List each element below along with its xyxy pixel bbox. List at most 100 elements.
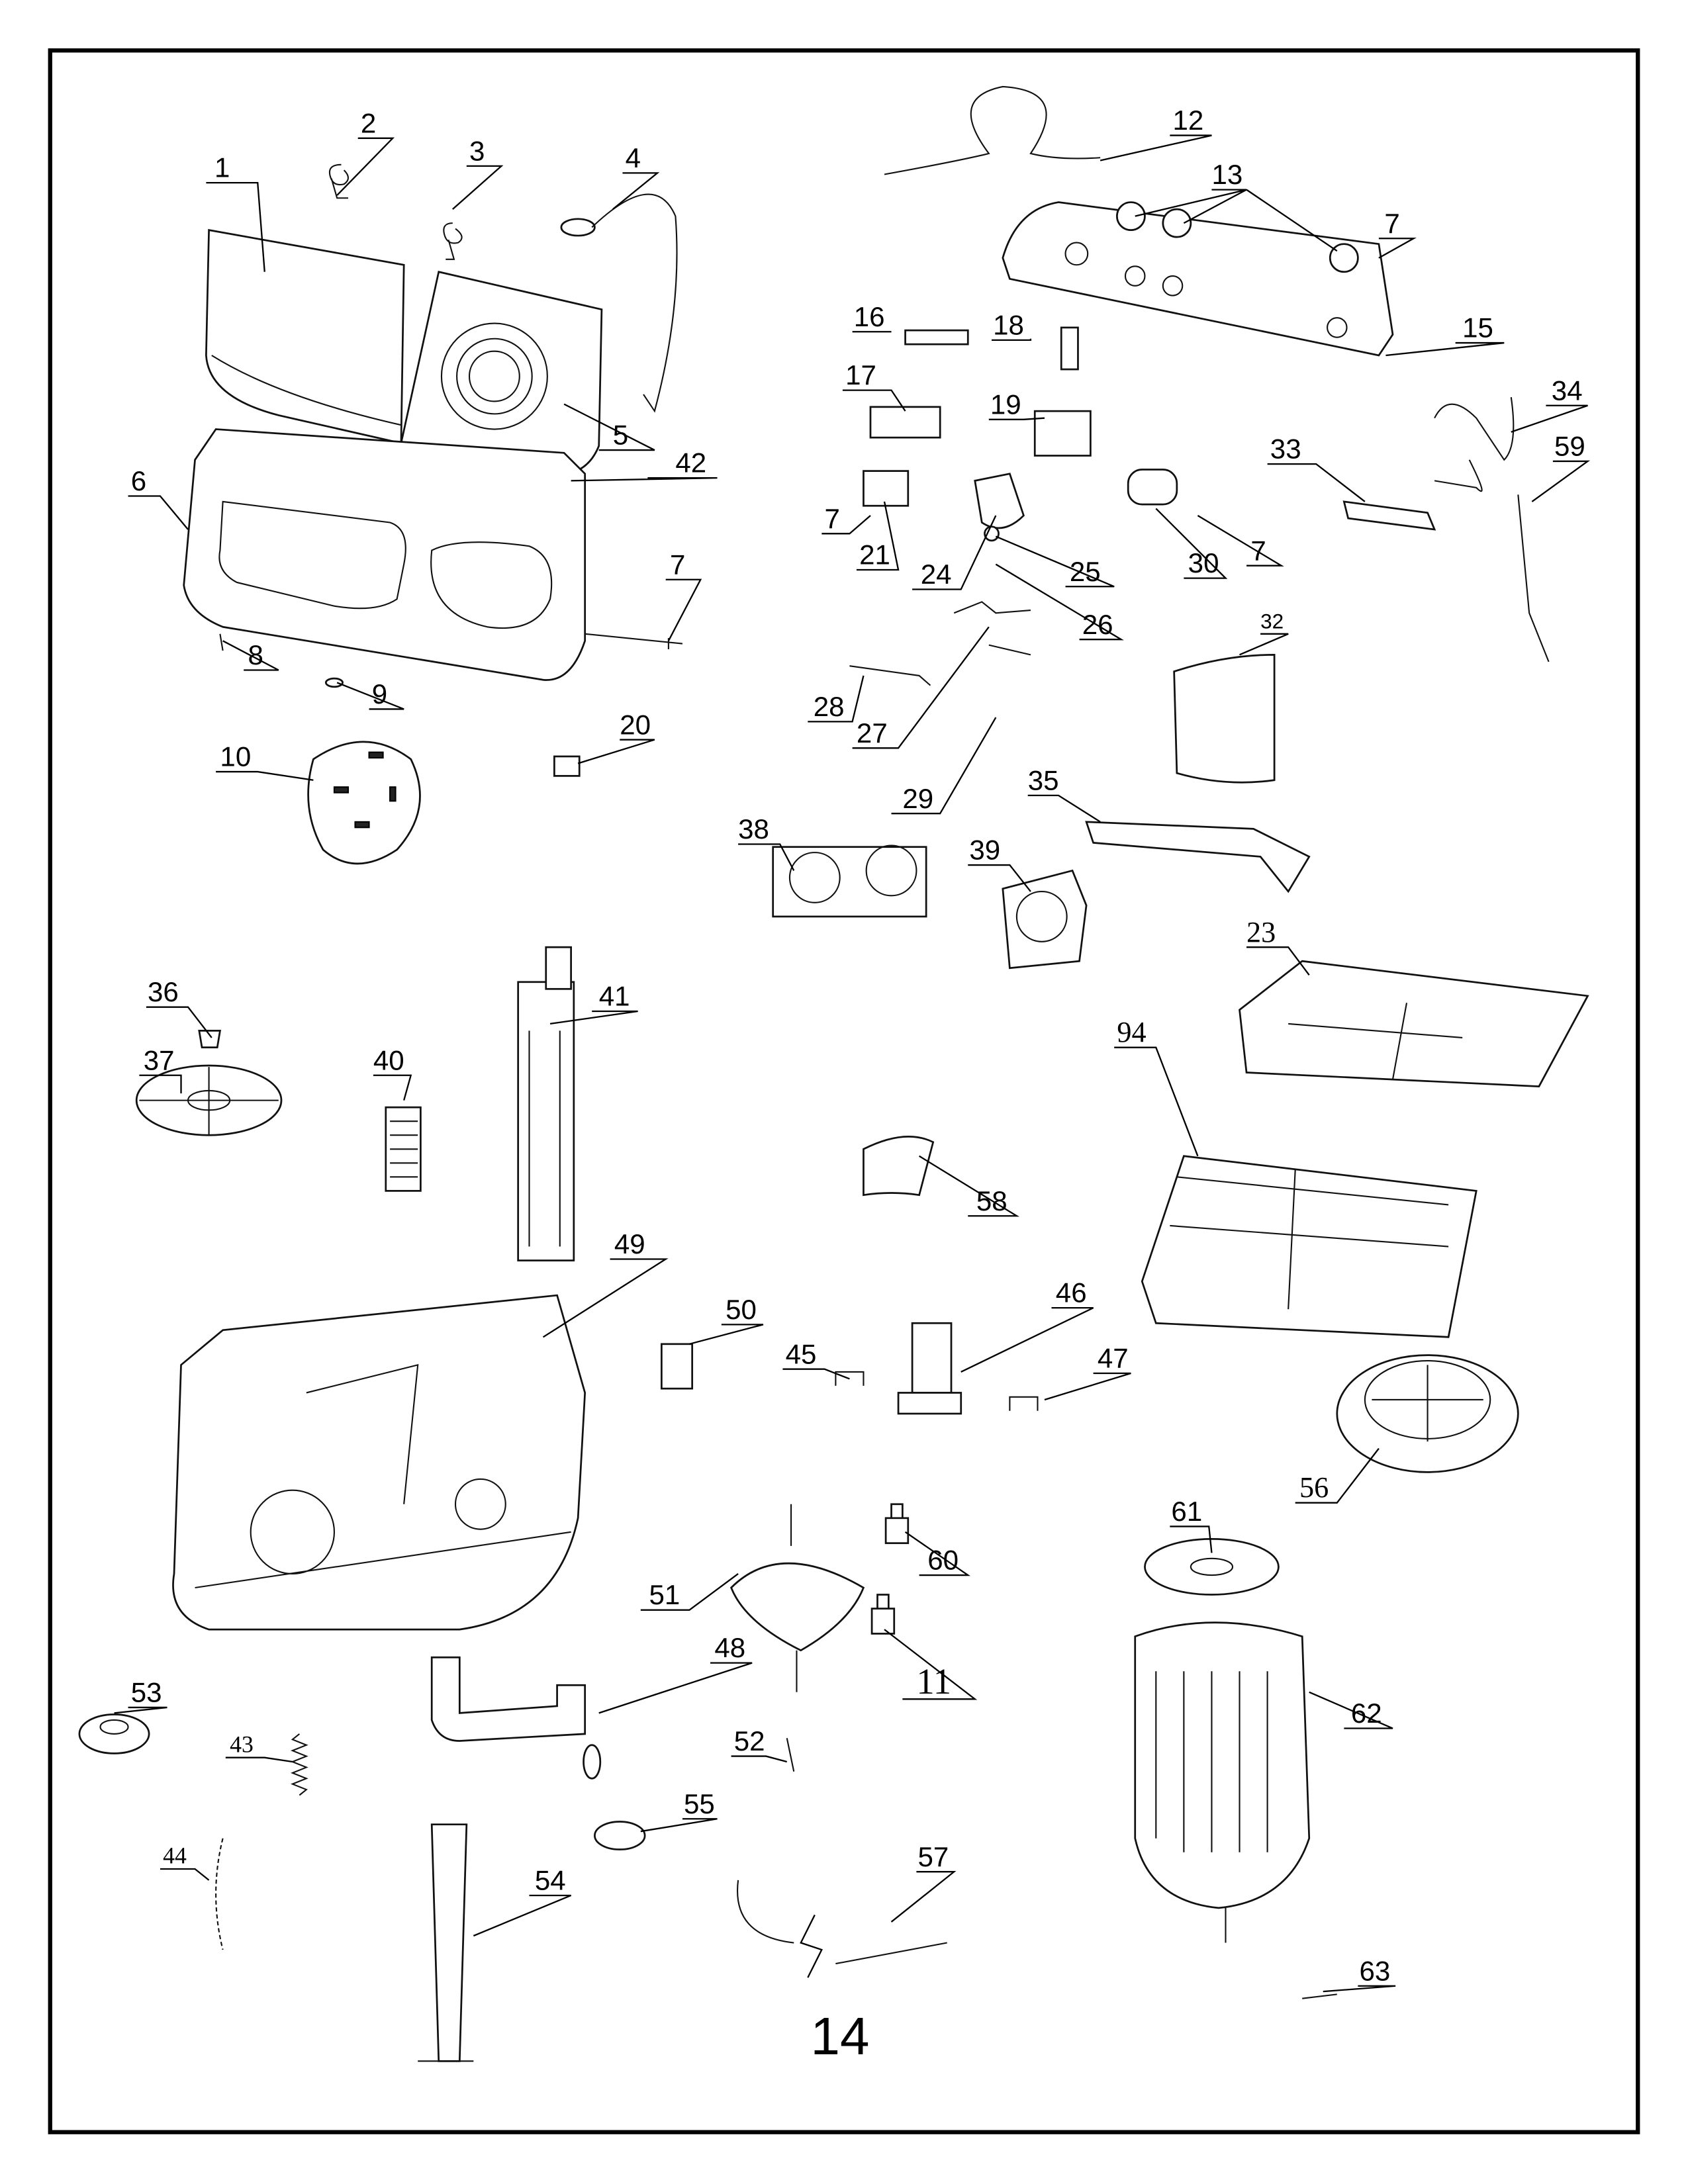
part-hose-57 [737, 1880, 947, 1978]
part-55 [594, 1821, 646, 1850]
callout: 36 [148, 976, 179, 1007]
callout: 9 [372, 678, 387, 709]
part-39 [1002, 869, 1088, 970]
callout: 46 [1056, 1277, 1087, 1308]
leader-line [571, 477, 718, 482]
callout: 26 [1082, 609, 1113, 640]
part-61 [1144, 1538, 1280, 1596]
leader-line [206, 181, 265, 272]
part-spring-29 [988, 644, 1031, 656]
leader-line [1044, 1372, 1131, 1401]
callout: 50 [726, 1294, 757, 1325]
leader-line [336, 137, 395, 196]
leader-line [216, 770, 314, 781]
callout: 38 [738, 813, 769, 844]
leader-line [961, 1306, 1094, 1373]
callout: 4 [626, 142, 641, 173]
part-top-frame [183, 428, 586, 681]
callout: 39 [969, 835, 1000, 866]
leader-line [738, 843, 795, 872]
part-drain-hose-12 [884, 85, 1101, 175]
callout: 2 [361, 107, 376, 138]
part-screw-7a [585, 633, 683, 649]
part-18 [1060, 326, 1079, 371]
callout: 54 [535, 1865, 566, 1896]
callout: 16 [854, 301, 885, 332]
part-clip-47 [1009, 1396, 1039, 1411]
callout: 34 [1552, 375, 1583, 406]
callout: 27 [857, 717, 888, 749]
leader-line [1170, 1525, 1213, 1553]
diagram-frame [48, 48, 1640, 2134]
callout: 42 [675, 447, 706, 478]
leader-line [995, 535, 1115, 588]
callout: 62 [1351, 1698, 1382, 1729]
part-pulsator-37 [135, 1064, 283, 1136]
part-60 [884, 1503, 910, 1545]
part-27 [953, 601, 1031, 614]
leader-line [542, 1258, 669, 1338]
leader-line [1239, 633, 1289, 656]
callout: 30 [1188, 547, 1219, 578]
callout: 59 [1554, 430, 1585, 461]
part-base-23 [1239, 960, 1589, 1087]
callout: 8 [248, 639, 263, 670]
part-filter-40 [385, 1106, 422, 1192]
callout: 35 [1028, 764, 1059, 796]
leader-line [1100, 134, 1212, 161]
leader-line [1114, 1046, 1199, 1157]
callout: 55 [684, 1788, 715, 1819]
part-35 [1085, 821, 1311, 893]
callout: 45 [786, 1338, 817, 1369]
part-spring-43 [290, 1733, 308, 1796]
leader-line [452, 165, 504, 210]
part-wire-rod [560, 193, 678, 413]
callout: 51 [649, 1579, 680, 1610]
leader-line [222, 640, 279, 671]
callout: 32 [1260, 609, 1284, 633]
callout: 33 [1270, 433, 1301, 465]
leader-line [1323, 1985, 1396, 1993]
leader-line [373, 1074, 412, 1101]
callout: 15 [1462, 312, 1493, 343]
leader-line [689, 1324, 764, 1345]
part-56 [1336, 1354, 1519, 1473]
callout: 56 [1299, 1471, 1329, 1504]
part-screw-8 [219, 633, 224, 651]
callout: 41 [599, 981, 630, 1012]
part-lid-right [400, 271, 603, 476]
part-cable-tie-59 [1517, 494, 1550, 662]
callout: 43 [230, 1731, 254, 1757]
callout: 60 [927, 1545, 959, 1576]
part-33 [1342, 500, 1436, 531]
callout: 47 [1098, 1343, 1129, 1374]
part-62 [1134, 1621, 1311, 1943]
leader-line [1531, 460, 1591, 502]
part-41 [517, 946, 575, 1261]
part-plug-9 [324, 677, 344, 688]
part-bellows-44 [215, 1838, 224, 1950]
leader-line [995, 563, 1124, 641]
part-46 [897, 1322, 962, 1415]
leader-line [598, 1662, 753, 1714]
part-filter-cover-10 [307, 741, 421, 865]
leader-line [1309, 1691, 1393, 1729]
callout: 28 [814, 691, 845, 722]
leader-line [640, 1818, 718, 1833]
callout: 6 [131, 465, 146, 496]
callout: 61 [1171, 1496, 1202, 1527]
leader-line [139, 1074, 182, 1094]
leader-line [988, 417, 1045, 420]
callout: 7 [1384, 208, 1399, 239]
callout: 13 [1211, 159, 1243, 190]
leader-line [808, 675, 865, 723]
part-gearbox-51 [729, 1504, 865, 1692]
callout: 52 [734, 1725, 765, 1756]
part-bag-32 [1173, 653, 1276, 784]
part-36 [198, 1030, 222, 1049]
leader-line [563, 403, 655, 451]
leader-line [160, 1868, 210, 1881]
leader-line [731, 1755, 788, 1763]
leader-line [336, 682, 404, 710]
